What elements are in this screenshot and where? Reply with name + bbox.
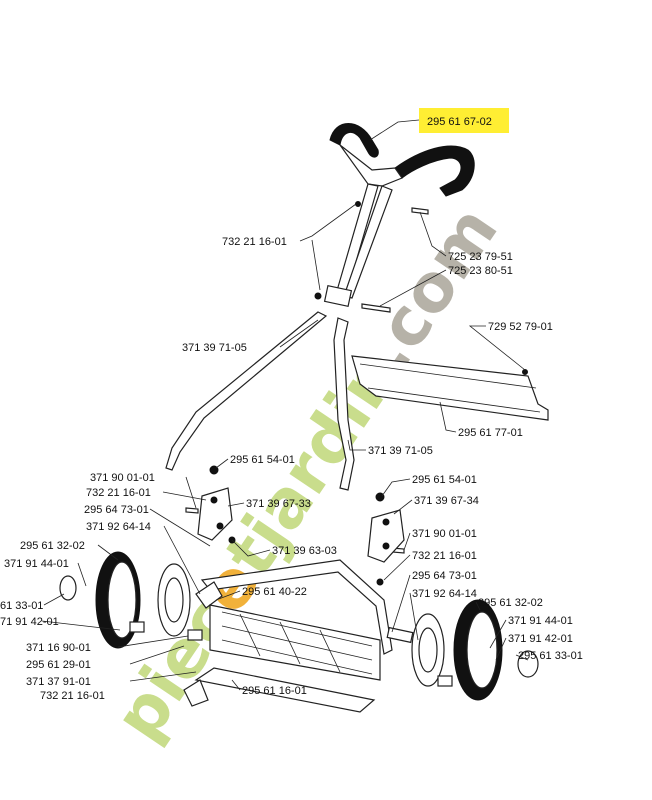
part-label: 295 61 29-01 — [26, 659, 91, 671]
part-label: 295 61 16-01 — [242, 685, 307, 697]
part-label: 732 21 16-01 — [412, 550, 477, 562]
part-label: 295 61 77-01 — [458, 427, 523, 439]
part-label: 732 21 16-01 — [222, 236, 287, 248]
handle-grip — [329, 123, 475, 197]
left-lower-handle — [165, 311, 328, 471]
part-label: 371 39 71-05 — [182, 342, 247, 354]
part-label: 295 61 32-02 — [20, 540, 85, 552]
part-label: 295 61 54-01 — [412, 474, 477, 486]
right-wheel — [386, 599, 539, 701]
part-label: 295 61 33-01 — [518, 650, 583, 662]
wheel-brackets — [197, 487, 405, 563]
part-number-labels: 295 61 67-02 732 21 16-01 725 23 79-51 7… — [0, 116, 583, 702]
part-label: 371 91 44-01 — [508, 615, 573, 627]
upper-handle-bar — [323, 183, 393, 308]
part-label: 371 91 44-01 — [4, 558, 69, 570]
part-label: 371 39 67-33 — [246, 498, 311, 510]
part-label: 295 61 54-01 — [230, 454, 295, 466]
part-label: 371 92 64-14 — [86, 521, 151, 533]
part-label: 371 39 71-05 — [368, 445, 433, 457]
part-label: 371 39 67-34 — [414, 495, 479, 507]
part-label: 371 92 64-14 — [412, 588, 477, 600]
part-label: 725 23 79-51 — [448, 251, 513, 263]
part-label: 732 21 16-01 — [86, 487, 151, 499]
mower-frame — [183, 559, 393, 713]
part-label: 371 16 90-01 — [26, 642, 91, 654]
part-label: 371 90 01-01 — [412, 528, 477, 540]
part-number-highlight — [419, 108, 509, 133]
part-label: 71 91 42-01 — [0, 616, 59, 628]
part-label: 371 37 91-01 — [26, 676, 91, 688]
part-label: 725 23 80-51 — [448, 265, 513, 277]
left-wheel — [59, 551, 203, 649]
part-label: 371 39 63-03 — [272, 545, 337, 557]
part-label: 371 90 01-01 — [90, 472, 155, 484]
part-label: 295 61 32-02 — [478, 597, 543, 609]
part-label: 295 64 73-01 — [84, 504, 149, 516]
part-label: 295 64 73-01 — [412, 570, 477, 582]
grass-shield — [351, 355, 549, 421]
part-label: 61 33-01 — [0, 600, 43, 612]
part-label: 371 91 42-01 — [508, 633, 573, 645]
part-label: 295 61 67-02 — [427, 116, 492, 128]
part-label: 729 52 79-01 — [488, 321, 553, 333]
part-label: 732 21 16-01 — [40, 690, 105, 702]
part-label: 295 61 40-22 — [242, 586, 307, 598]
leader-lines — [41, 119, 529, 691]
